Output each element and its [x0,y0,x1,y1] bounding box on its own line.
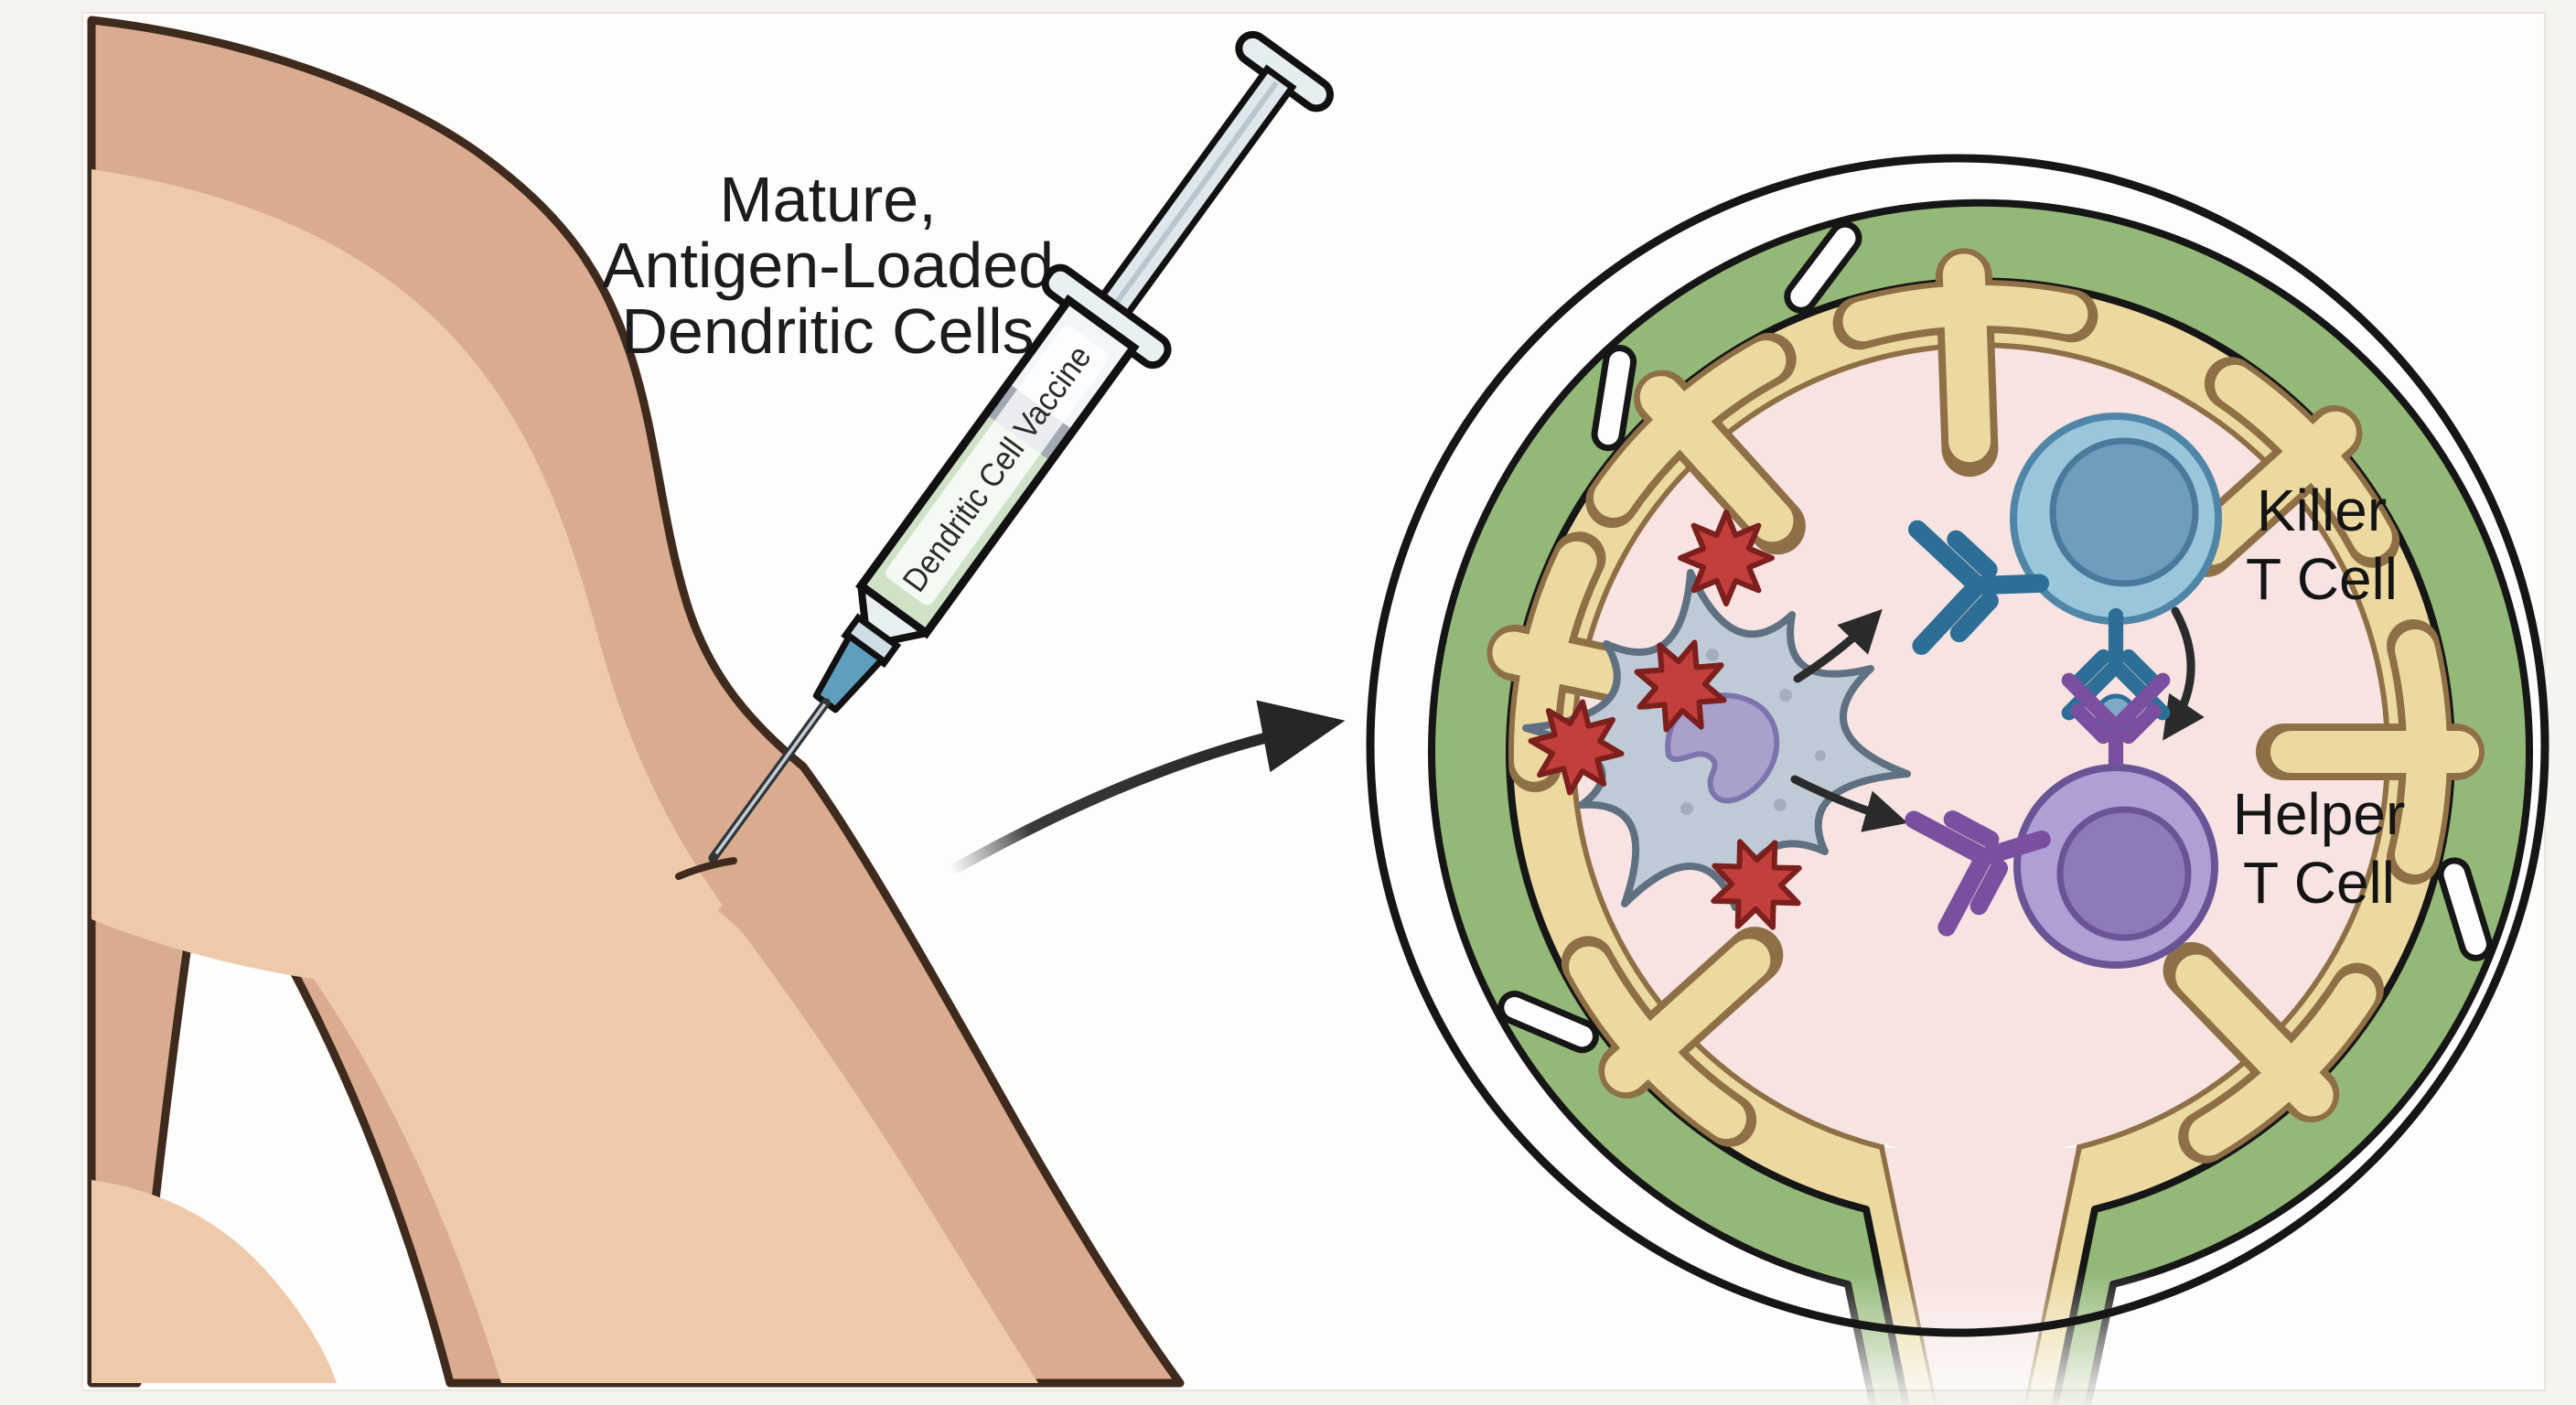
caption-line-2: Antigen-Loaded [602,230,1054,301]
killer-t-label-line-1: Killer [2257,477,2387,543]
killer-t-nucleus [2049,437,2199,587]
helper-t-label-line-2: T Cell [2243,850,2395,916]
caption: Mature, Antigen-Loaded Dendritic Cells [602,164,1054,367]
arm-illustration [87,16,1185,1388]
caption-line-1: Mature, [719,164,936,235]
injection-crease [675,857,737,880]
helper-t-nucleus [2056,806,2192,941]
arm-highlight-shoulder [91,169,723,992]
vaccine-label-background [886,326,1109,606]
node-outer-circle [1366,154,2549,1337]
killer-t-cell-icon [1917,413,2222,713]
caption-line-3: Dendritic Cells [621,295,1034,367]
arrow-killer-to-helper [2163,606,2205,741]
needle-hub [812,632,886,713]
arrow-to-helper-t [1790,775,1908,832]
helper-t-cell-icon [1914,681,2218,969]
helper-t-label-line-1: Helper [2233,781,2406,847]
killer-t-label-line-2: T Cell [2246,546,2398,612]
arm-highlight-elbow [91,1180,337,1383]
arrow-to-killer-t [1793,608,1883,683]
antigen-icon [1680,512,1772,604]
lymph-node: Killer T Cell Helper T Cell [1366,154,2549,1405]
arm-highlight-forearm [274,863,1038,1383]
zoom-arrow-icon [946,700,1346,876]
hilum-channel [1884,1148,2077,1405]
